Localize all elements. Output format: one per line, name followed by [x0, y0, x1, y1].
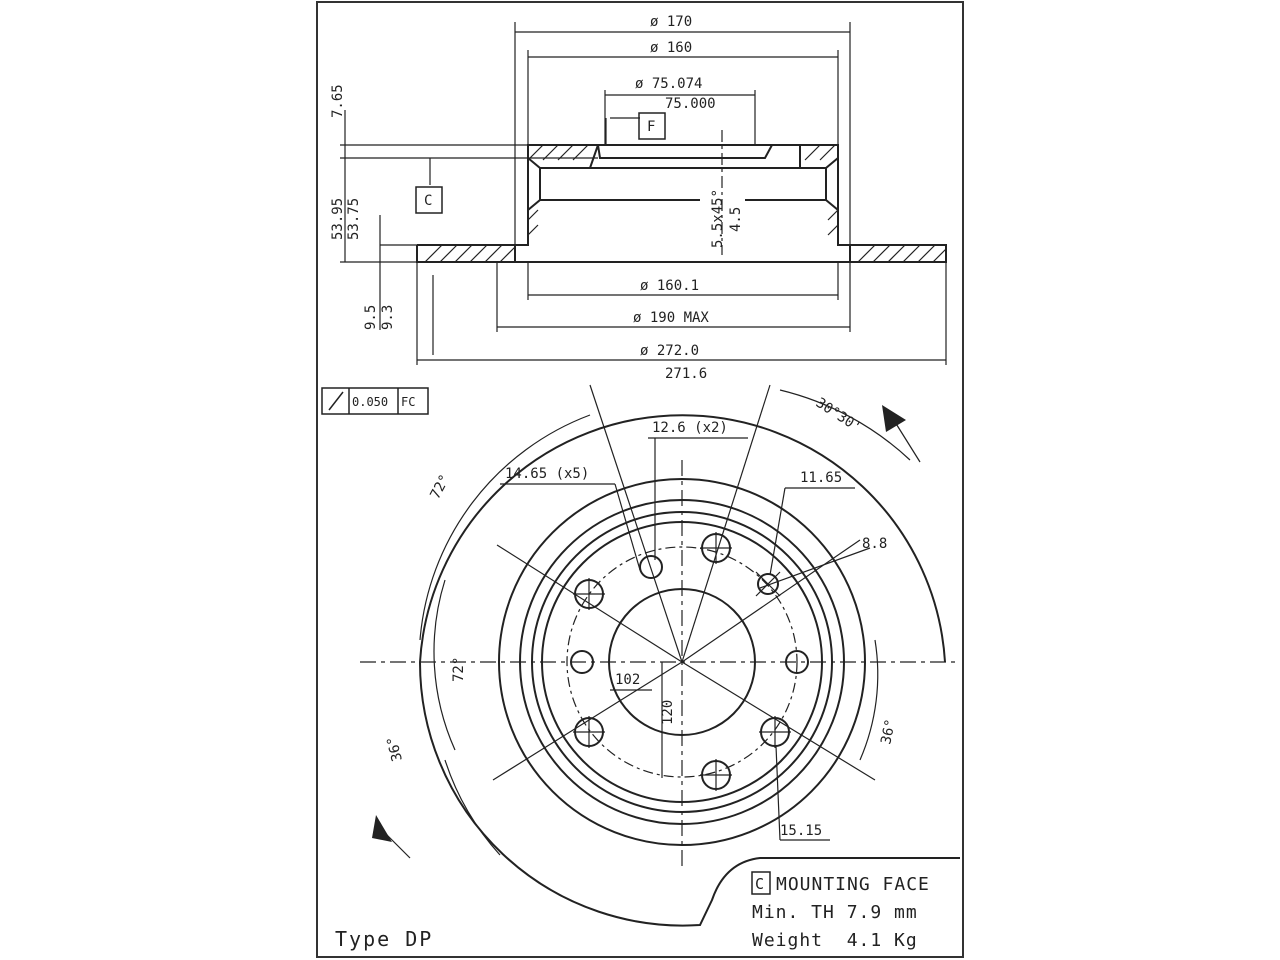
- dimension-lines: [340, 22, 947, 365]
- dim-75000: 75.000: [665, 96, 716, 112]
- pcd-circle: [566, 546, 798, 778]
- rotation-arrow-bottom: [372, 815, 392, 842]
- dim-dia-160-1: ø 160.1: [640, 278, 699, 294]
- dim-271-6: 271.6: [665, 366, 707, 382]
- dim-dia-272: ø 272.0: [640, 343, 699, 359]
- dim-angle-72-top: 72°: [427, 472, 453, 502]
- drawing-frame: [316, 1, 964, 958]
- dim-dia-75074: ø 75.074: [635, 76, 702, 92]
- bore: [589, 144, 801, 169]
- rotation-arrow-top: [882, 405, 906, 432]
- dim-angle-36-right: 36°: [878, 718, 899, 746]
- dim-15-15: 15.15: [780, 823, 822, 839]
- face-view: [360, 384, 960, 927]
- dim-dia-170: ø 170: [650, 14, 692, 30]
- small-holes: [570, 555, 809, 674]
- dim-53-75: 53.75: [346, 198, 362, 240]
- datum-c-label: C: [424, 193, 432, 209]
- min-thickness: Min. TH 7.9 mm: [752, 902, 918, 923]
- dim-dia-190: ø 190 MAX: [633, 310, 709, 326]
- mounting-face-box-label: C: [755, 875, 765, 893]
- dim-9-3: 9.3: [380, 305, 396, 330]
- dim-angle-36-left: 36°: [384, 734, 406, 762]
- dim-angle-72-left: 72°: [451, 657, 467, 682]
- dim-chamfer: 5.5x45°: [710, 189, 726, 248]
- tolerance-frame: [321, 387, 429, 415]
- dim-11-65: 11.65: [800, 470, 842, 486]
- small-hole: [757, 573, 779, 595]
- tolerance-value: 0.050: [352, 395, 388, 409]
- dim-7-65: 7.65: [330, 84, 346, 118]
- hat-inner-right: [825, 157, 839, 245]
- small-hole: [570, 650, 594, 674]
- small-hole: [785, 650, 809, 674]
- dim-53-95: 53.95: [330, 198, 346, 240]
- datum-f-box: [638, 112, 666, 140]
- dim-holes-12-6: 12.6 (x2): [652, 420, 728, 436]
- dim-4-5: 4.5: [728, 207, 744, 232]
- flatness-icon: [328, 391, 344, 411]
- dim-8-8: 8.8: [862, 536, 887, 552]
- tolerance-ref: FC: [401, 395, 415, 409]
- small-hole: [639, 555, 663, 579]
- dim-dia-160: ø 160: [650, 40, 692, 56]
- dim-angle-30-30: 30°30': [813, 395, 864, 436]
- dim-holes-14-65: 14.65 (x5): [505, 466, 589, 482]
- dim-120: 120: [660, 700, 676, 725]
- mounting-face-text: MOUNTING FACE: [776, 874, 930, 895]
- datum-f-label: F: [647, 119, 655, 135]
- mounting-face-box: [751, 871, 771, 895]
- hat-inner: [527, 157, 541, 245]
- disc-outer-contour: [418, 414, 960, 927]
- section-view: [321, 22, 947, 415]
- dim-9-5: 9.5: [363, 305, 379, 330]
- type-label: Type DP: [335, 927, 433, 951]
- weight: Weight 4.1 Kg: [752, 930, 918, 951]
- dim-102: 102: [615, 672, 640, 688]
- datum-c-box: [415, 186, 443, 214]
